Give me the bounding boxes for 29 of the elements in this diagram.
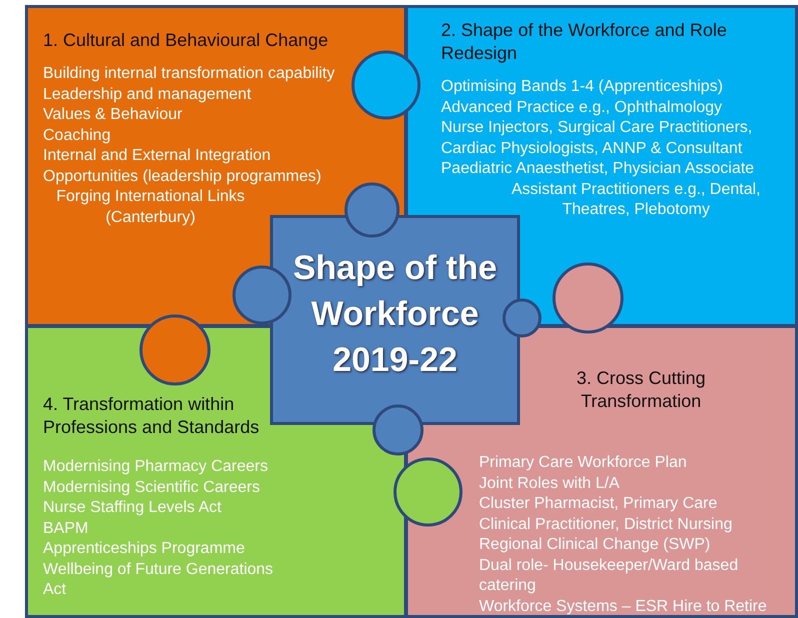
list-item: BAPM [43,518,90,538]
list-item: Values & Behaviour [43,105,184,125]
list-item: Wellbeing of Future Generations Act [43,560,274,600]
list-item: Building internal transformation capability [43,64,336,84]
list-item: Apprenticeships Programme [43,539,246,559]
list-item: Assistant Practitioners e.g., Dental, Theatres, Plebotomy [511,180,761,220]
list-item: Opportunities (leadership programmes) [43,166,322,186]
list-item: Primary Care Workforce Plan [479,453,688,473]
piece-heading: 3. Cross Cutting Transformation [575,367,707,413]
list-item: Nurse Staffing Levels Act [43,498,222,518]
list-item: Regional Clinical Change (SWP) [479,535,712,555]
list-item: Joint Roles with L/A [479,474,621,494]
list-item: Coaching [43,126,112,146]
list-item: Modernising Pharmacy Careers [43,457,269,477]
list-item: Leadership and management [43,84,252,104]
list-item: Forging International Links (Canterbury) [55,187,246,228]
list-item: Cluster Pharmacist, Primary Care [479,494,718,514]
list-item: Clinical Practitioner, District Nursing [479,514,734,534]
center-title: Shape of the Workforce 2019-22 [292,248,498,381]
list-item: Internal and External Integration [43,146,272,166]
list-item: Nurse Injectors, Surgical Care Practitioners, Cardiac Physiologists, ANNP & Consultant Paediatric Anaesthetist, Physician Associate [441,118,756,179]
list-item: Optimising Bands 1-4 (Apprenticeships) [441,77,724,97]
list-item: Workforce Systems – ESR Hire to Retire [479,596,768,616]
list-item: Dual role- Housekeeper/Ward based catering [479,556,740,596]
piece-heading: 4. Transformation within Professions and Standards [43,393,260,439]
piece-heading: 1. Cultural and Behavioural Change [43,29,330,52]
list-item: Modernising Scientific Careers [43,478,261,498]
list-item: Advanced Practice e.g., Ophthalmology [441,98,724,118]
piece-heading: 2. Shape of the Workforce and Role Redesign [441,19,728,65]
